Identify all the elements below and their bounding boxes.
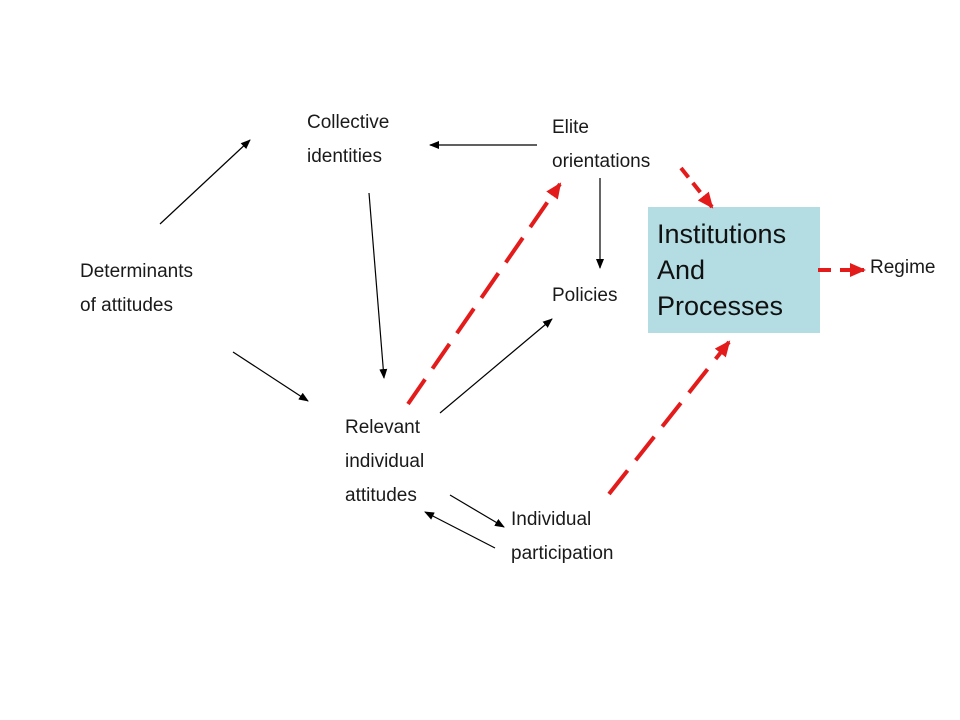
- node-collective-identities: Collective identities: [307, 112, 390, 167]
- node-regime: Regime: [870, 257, 936, 278]
- edge-elite-to-institutions-dashed: [679, 166, 714, 209]
- node-individual-participation: Individual participation: [511, 509, 614, 564]
- node-policies: Policies: [552, 285, 618, 306]
- edge-participation-to-institutions-dashed: [607, 340, 731, 496]
- edge-collective-identities-to-relevant-attitudes: [368, 192, 388, 379]
- edge-determinants-to-collective-identities: [159, 139, 251, 225]
- edge-participation-to-relevant-attitudes: [424, 511, 496, 549]
- edge-relevant-attitudes-to-policies: [439, 318, 553, 414]
- node-relevant-individual-attitudes: Relevant individual attitudes: [345, 417, 425, 506]
- node-elite-orientations: Elite orientations: [552, 117, 651, 172]
- institutions-processes-label: Institutions And Processes: [657, 219, 787, 321]
- node-determinants-of-attitudes: Determinants of attitudes: [80, 261, 193, 316]
- edge-relevant-attitudes-to-elite-dashed: [406, 182, 562, 406]
- edge-relevant-attitudes-to-participation: [449, 494, 505, 528]
- institutions-processes-box: Institutions And Processes: [648, 207, 820, 333]
- edge-determinants-to-relevant-attitudes: [232, 351, 309, 402]
